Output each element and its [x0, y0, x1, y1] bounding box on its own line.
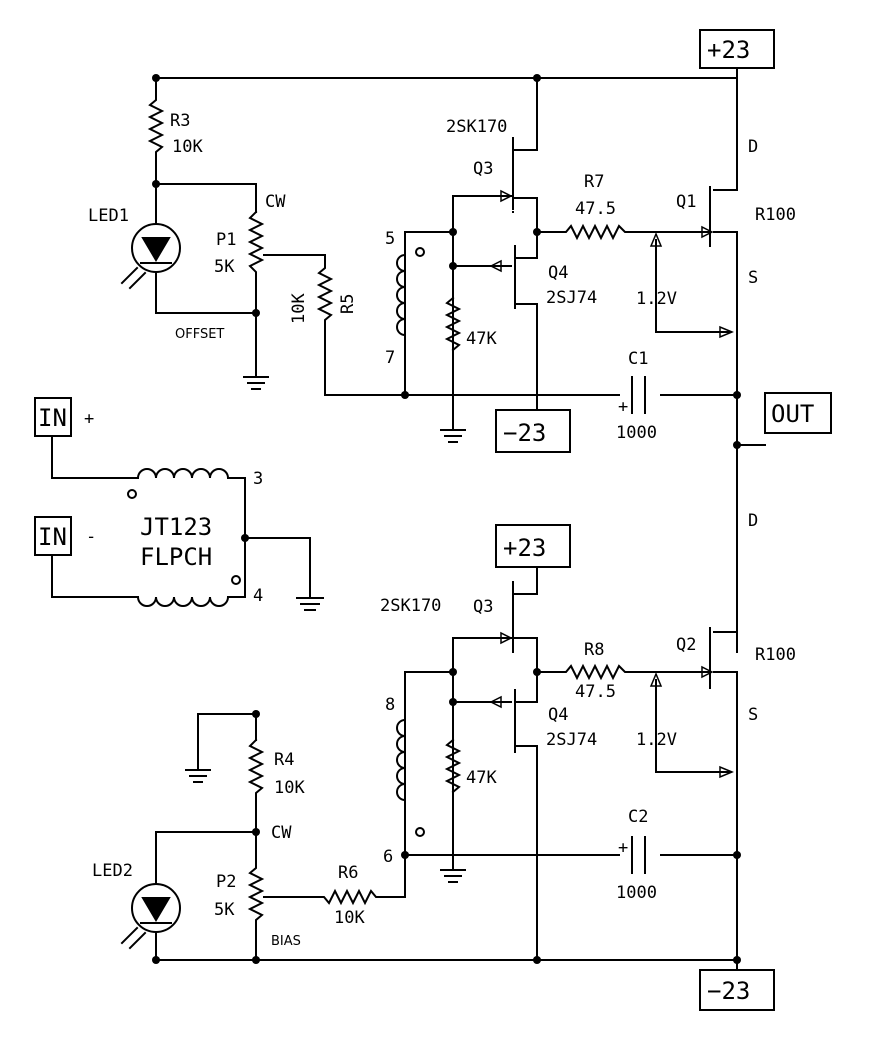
transformer-pin-4: 4 [253, 586, 263, 606]
c1-ref: C1 [628, 349, 648, 369]
junction-dot-transformer [241, 534, 249, 542]
coil-pin-7: 7 [385, 348, 395, 368]
c2-value: 1000 [616, 883, 657, 903]
p2-value: 5K [214, 900, 235, 920]
q2-part: R100 [755, 645, 796, 665]
p2-function: BIAS [271, 934, 301, 949]
q2-drain: D [748, 511, 758, 531]
ground-symbols-upper [243, 349, 466, 443]
q4-part-lower: 2SJ74 [546, 730, 597, 750]
q2-ref: Q2 [676, 635, 696, 655]
r6-ref: R6 [338, 863, 358, 883]
q1-source: S [748, 268, 758, 288]
output-label: OUT [771, 400, 814, 428]
wires-lower [155, 566, 738, 971]
p1-function: OFFSET [175, 327, 224, 342]
r7-value: 47.5 [575, 199, 616, 219]
p1-value: 5K [214, 257, 235, 277]
q2-source: S [748, 705, 758, 725]
wires-upper [147, 67, 766, 653]
c1-polarity: + [618, 397, 628, 417]
coil-pin-5: 5 [385, 229, 395, 249]
q3-part-upper: 2SK170 [446, 117, 507, 137]
r4-value: 10K [274, 778, 305, 798]
rail-boxes-lower [495, 524, 775, 1011]
rail-label-top-positive: +23 [707, 36, 750, 64]
r8-ref: R8 [584, 640, 604, 660]
q3-ref-upper: Q3 [473, 159, 493, 179]
r5-value: 10K [289, 293, 309, 324]
q1-ref: Q1 [676, 192, 696, 212]
inductor-coil-upper [396, 247, 425, 337]
vgs-upper: 1.2V [636, 289, 677, 309]
r3-ref: R3 [170, 111, 190, 131]
q1-drain: D [748, 137, 758, 157]
q4-ref-lower: Q4 [548, 705, 568, 725]
q4-part-upper: 2SJ74 [546, 288, 597, 308]
rail-label-bottom-negative: −23 [707, 977, 750, 1005]
junction-dots-upper [152, 74, 741, 449]
r4-ref: R4 [274, 750, 294, 770]
q1-part: R100 [755, 205, 796, 225]
rail-label-top-negative: −23 [503, 419, 546, 447]
rail-boxes-upper [495, 29, 832, 453]
vgs-lower: 1.2V [636, 730, 677, 750]
capacitor-c1 [620, 374, 660, 416]
input-label-positive: IN [38, 404, 67, 432]
c1-value: 1000 [616, 423, 657, 443]
coil-pin-8: 8 [385, 695, 395, 715]
r5-ref: R5 [338, 294, 358, 314]
rail-label-mid-positive: +23 [503, 534, 546, 562]
c2-ref: C2 [628, 807, 648, 827]
led2-ref: LED2 [92, 861, 133, 881]
coil-pin-6: 6 [383, 847, 393, 867]
junction-dots-lower [152, 668, 741, 964]
q4-ref-upper: Q4 [548, 263, 568, 283]
input-sign-negative: - [86, 527, 96, 547]
q3-part-lower: 2SK170 [380, 596, 441, 616]
led2-symbol [120, 883, 181, 950]
r47k-upper: 47K [466, 329, 497, 349]
p1-ref: P1 [216, 230, 236, 250]
r47k-lower: 47K [466, 768, 497, 788]
q3-ref-lower: Q3 [473, 597, 493, 617]
r7-ref: R7 [584, 172, 604, 192]
p1-cw: CW [265, 192, 286, 212]
transformer-name: JT123 [140, 513, 212, 541]
input-sign-positive: + [84, 409, 94, 429]
ground-symbols-lower [440, 869, 466, 883]
transformer-pin-3: 3 [253, 469, 263, 489]
p2-cw: CW [271, 823, 292, 843]
input-label-negative: IN [38, 523, 67, 551]
inductor-coil-lower [396, 718, 425, 837]
jfet-arrows-lower [489, 631, 734, 779]
r3-value: 10K [172, 137, 203, 157]
led1-ref: LED1 [88, 206, 129, 226]
led1-symbol [120, 223, 181, 290]
c2-polarity: + [618, 838, 628, 858]
r6-value: 10K [334, 908, 365, 928]
input-boxes [34, 397, 72, 556]
capacitor-c2 [620, 834, 660, 876]
transformer-model: FLPCH [140, 543, 212, 571]
r8-value: 47.5 [575, 682, 616, 702]
p2-ref: P2 [216, 872, 236, 892]
jfet-arrows-upper [489, 189, 734, 339]
